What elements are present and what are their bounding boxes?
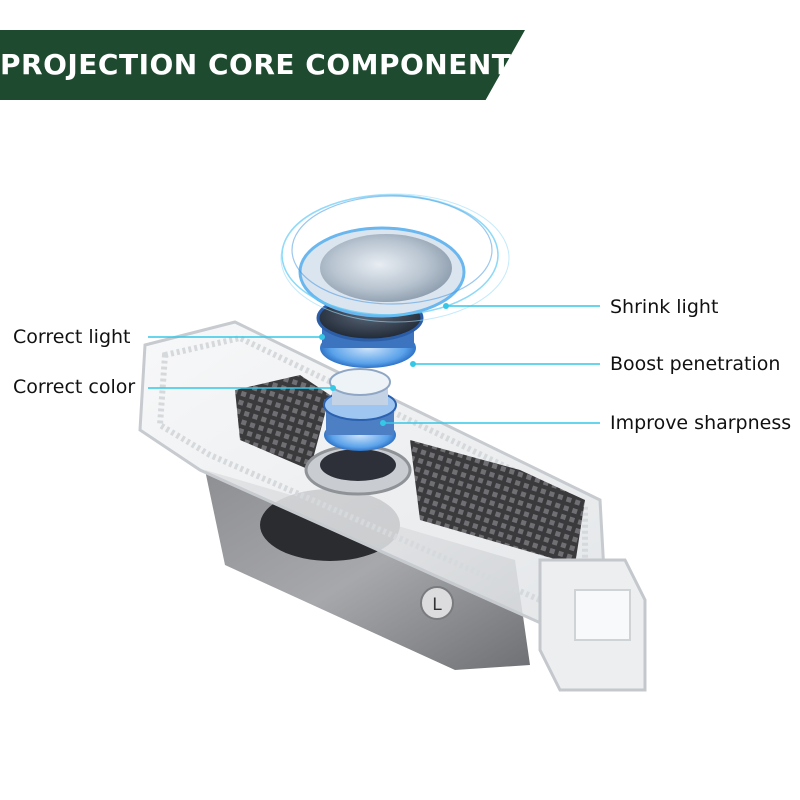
lens-top-glass: [320, 234, 452, 302]
housing-rim: [156, 334, 588, 604]
label-improve-sharpness: Improve sharpness: [610, 412, 792, 434]
lens-glow-ring-3: [280, 193, 510, 323]
lens-element-3: [329, 368, 391, 396]
side-marker-circle: [420, 586, 454, 620]
lens-glow-ring-2: [291, 195, 493, 305]
title-banner: [0, 30, 525, 100]
lens-glow-ring-1: [281, 194, 499, 316]
lens-mount-inner: [320, 449, 396, 481]
side-marker-text: L: [432, 595, 442, 615]
right-grid-insert: [410, 440, 585, 565]
label-correct-light: Correct light: [13, 326, 131, 348]
connector-slot: [574, 589, 631, 641]
page-title: PROJECTION CORE COMPONENTS: [0, 48, 533, 81]
left-grid-insert: [235, 375, 330, 470]
label-boost-penetration: Boost penetration: [610, 353, 781, 375]
label-shrink-light: Shrink light: [610, 296, 719, 318]
label-correct-color: Correct color: [13, 376, 136, 398]
